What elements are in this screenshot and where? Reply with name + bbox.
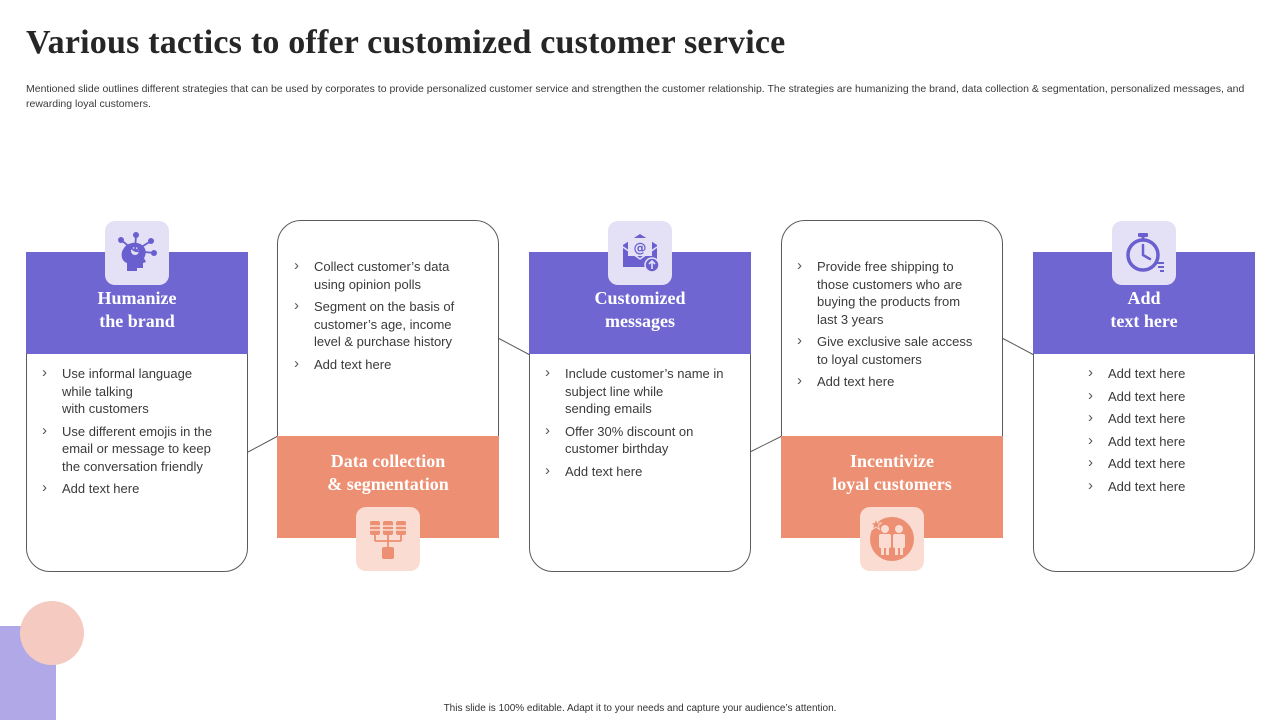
list-item: Provide free shipping to those customers… — [797, 257, 997, 328]
tactic-heading-incentivize: Incentivize loyal customers — [781, 436, 1003, 538]
tactic-heading-text: Data collection & segmentation — [327, 451, 449, 494]
list-item: Add text here — [42, 479, 242, 498]
list-item: Offer 30% discount on customer birthday — [545, 422, 745, 458]
list-item: Add text here — [1088, 364, 1248, 383]
footer-note: This slide is 100% editable. Adapt it to… — [443, 703, 837, 714]
page-title: Various tactics to offer customized cust… — [26, 24, 786, 61]
database-server-icon — [356, 507, 420, 571]
tactic-bullets-humanize: Use informal language while talking with… — [42, 364, 242, 503]
list-item: Add text here — [1088, 387, 1248, 406]
list-item: Add text here — [1088, 432, 1248, 451]
list-item: Add text here — [1088, 477, 1248, 496]
list-item: Add text here — [294, 355, 494, 374]
customers-star-icon — [860, 507, 924, 571]
tactic-heading-text: Add text here — [1110, 288, 1178, 331]
list-item: Add text here — [1088, 409, 1248, 428]
list-item: Give exclusive sale access to loyal cust… — [797, 332, 997, 368]
list-item: Add text here — [545, 462, 745, 481]
tactic-heading-text: Humanize the brand — [97, 288, 177, 331]
tactic-bullets-add-text: Add text here Add text here Add text her… — [1088, 364, 1248, 500]
list-item: Use different emojis in the email or mes… — [42, 422, 242, 476]
list-item: Include customer’s name in subject line … — [545, 364, 745, 418]
list-item: Add text here — [1088, 454, 1248, 473]
decorative-circle — [20, 601, 84, 665]
list-item: Collect customer’s data using opinion po… — [294, 257, 494, 293]
list-item: Use informal language while talking with… — [42, 364, 242, 418]
tactic-heading-text: Customized messages — [594, 288, 686, 331]
email-envelope-icon: @ — [608, 221, 672, 285]
list-item: Add text here — [797, 372, 997, 391]
tactic-heading-text: Incentivize loyal customers — [832, 451, 952, 494]
tactic-bullets-incentivize: Provide free shipping to those customers… — [797, 257, 997, 396]
tactic-bullets-customized-messages: Include customer’s name in subject line … — [545, 364, 745, 485]
brain-network-icon — [105, 221, 169, 285]
list-item: Segment on the basis of customer’s age, … — [294, 297, 494, 351]
page-subtitle: Mentioned slide outlines different strat… — [26, 83, 1245, 110]
stopwatch-icon — [1112, 221, 1176, 285]
svg-text:@: @ — [634, 241, 647, 256]
tactic-bullets-data-collection: Collect customer’s data using opinion po… — [294, 257, 494, 378]
